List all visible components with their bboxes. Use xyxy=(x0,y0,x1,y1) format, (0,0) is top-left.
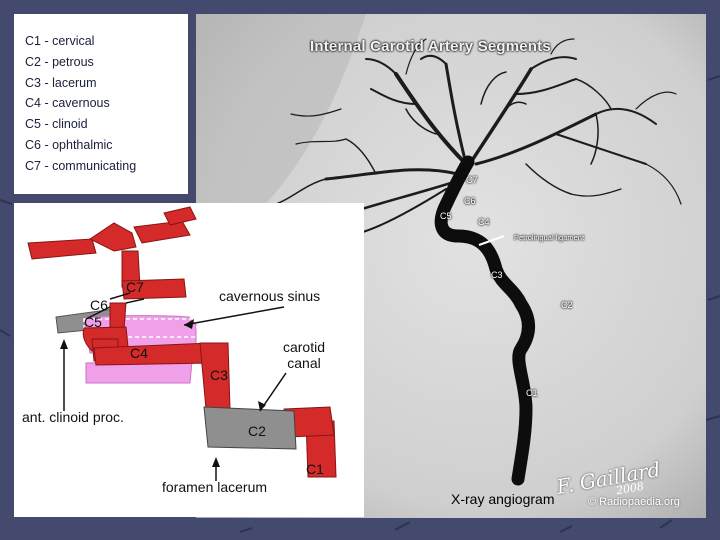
carotid-canal-label-line1: carotid xyxy=(282,339,326,355)
diagram-label-c4: C4 xyxy=(130,345,148,361)
angio-label-c5: C5 xyxy=(440,211,452,221)
legend-item: C6 - ophthalmic xyxy=(25,137,113,152)
legend-item: C3 - lacerum xyxy=(25,75,97,90)
legend-item: C5 - clinoid xyxy=(25,117,88,132)
anatomy-illustration xyxy=(27,206,337,481)
cavernous-sinus-label: cavernous sinus xyxy=(219,288,321,304)
diagram-label-c6: C6 xyxy=(90,297,108,313)
diagram-label-c7: C7 xyxy=(126,279,144,295)
legend-item: C2 - petrous xyxy=(25,54,94,69)
angio-label-c1: C1 xyxy=(526,388,538,398)
angio-label-c3: C3 xyxy=(491,270,503,280)
legend-item: C1 - cervical xyxy=(25,34,95,48)
legend-item: C4 - cavernous xyxy=(25,96,110,111)
diagram-label-c5: C5 xyxy=(84,314,102,330)
carotid-canal-label-line2: canal xyxy=(287,355,321,371)
petrolingual-ligament-label: Petrolingual ligament xyxy=(514,233,585,242)
angio-label-c2: C2 xyxy=(561,300,573,310)
anterior-clinoid-label: ant. clinoid proc. xyxy=(22,409,124,425)
legend-item: C7 - communicating xyxy=(25,158,137,173)
angiogram-caption: X-ray angiogram xyxy=(451,491,555,507)
diagram-label-c3: C3 xyxy=(210,367,228,383)
foramen-lacerum-label: foramen lacerum xyxy=(162,479,268,495)
anatomy-diagram: C7 C6 C5 C4 C3 C2 C1 cavernous sinus car… xyxy=(14,203,364,517)
diagram-label-c1: C1 xyxy=(306,461,324,477)
radiopaedia-watermark: © Radiopaedia.org xyxy=(588,496,680,508)
carotid-canal-label: carotid canal xyxy=(274,339,334,371)
segment-legend: C1 - cervical C2 - petrous C3 - lacerum … xyxy=(14,14,188,194)
angio-label-c6: C6 xyxy=(464,196,476,206)
diagram-label-c2: C2 xyxy=(248,423,266,439)
angio-label-c7: C7 xyxy=(466,175,478,185)
angio-label-c4: C4 xyxy=(478,217,490,227)
angiogram-title: Internal Carotid Artery Segments xyxy=(310,38,551,55)
